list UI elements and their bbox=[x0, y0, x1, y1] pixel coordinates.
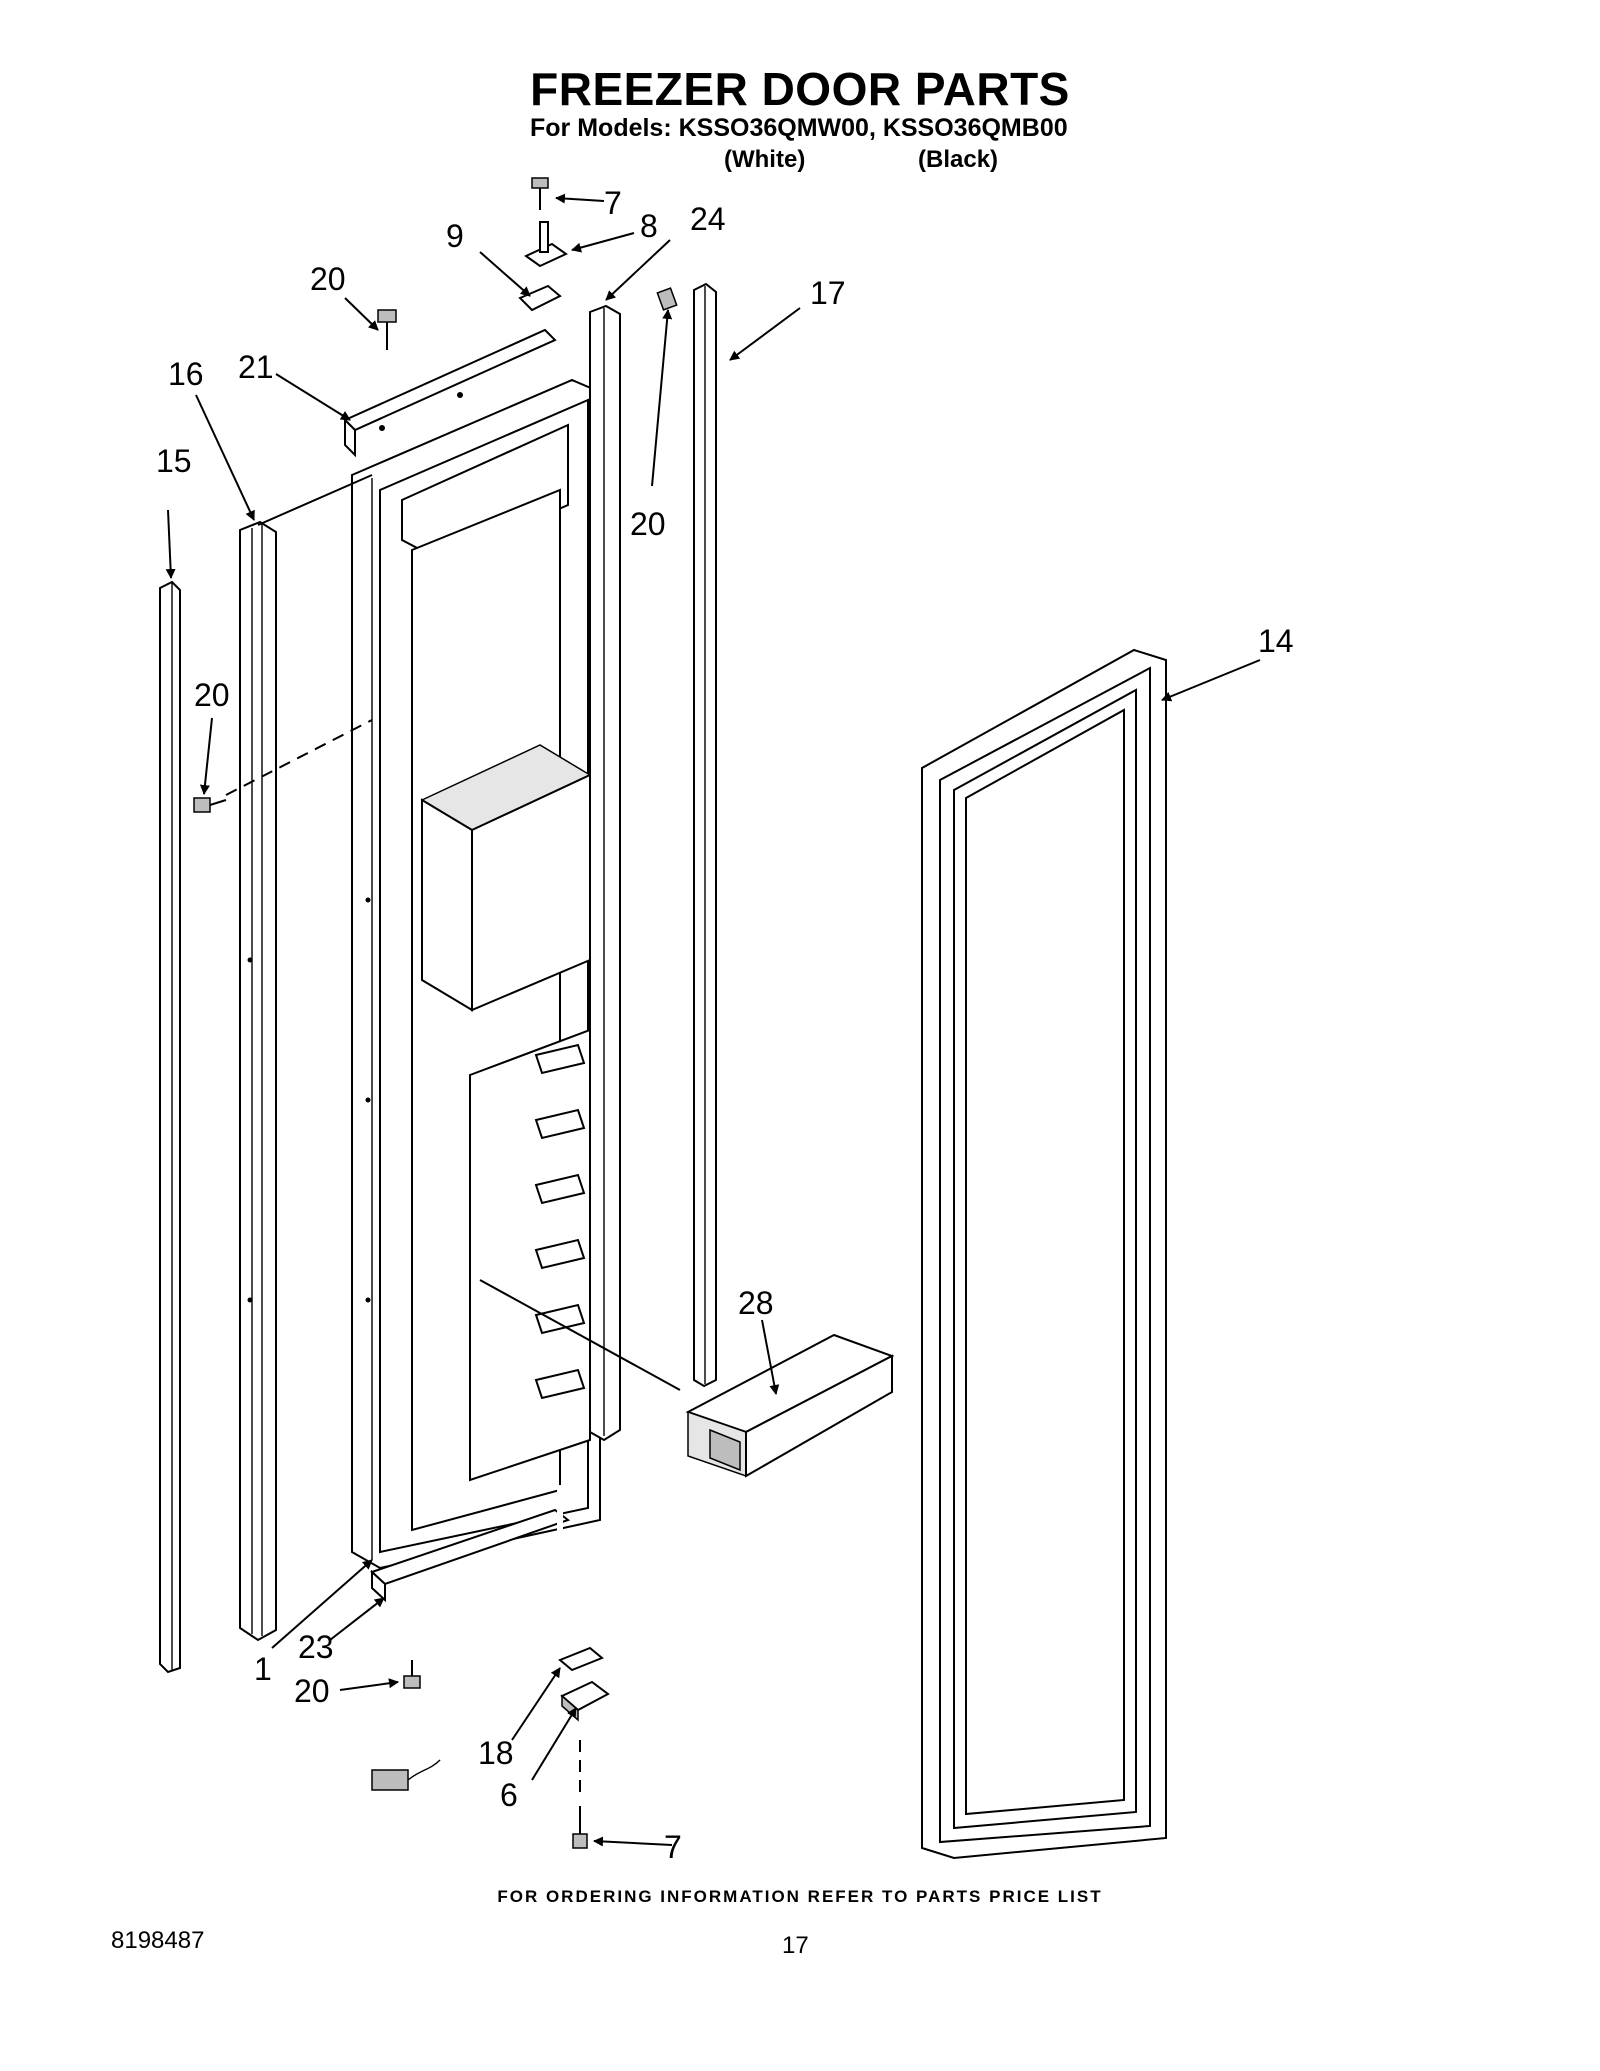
part-20-screw-bottom bbox=[403, 1660, 421, 1689]
leader-7-top bbox=[555, 193, 605, 204]
screw-hole-marker bbox=[247, 1297, 253, 1303]
part-23-bottom-bracket bbox=[370, 1508, 571, 1603]
document-number: 8198487 bbox=[111, 1927, 205, 1954]
callout-7-bottom: 7 bbox=[664, 1829, 682, 1865]
part-18-shim bbox=[558, 1646, 604, 1672]
part-6-bottom-hinge bbox=[560, 1680, 610, 1722]
part-28-door-shelf bbox=[685, 1333, 895, 1478]
part-8-hinge-pin bbox=[524, 221, 568, 268]
callout-20-bottom: 20 bbox=[294, 1673, 330, 1709]
part-17-trim-strip bbox=[693, 282, 717, 1388]
leader-20-right bbox=[651, 309, 673, 487]
part-1-door-liner bbox=[351, 378, 601, 1570]
callout-17: 17 bbox=[810, 275, 846, 311]
ordering-info: FOR ORDERING INFORMATION REFER TO PARTS … bbox=[497, 1887, 1103, 1906]
callout-6: 6 bbox=[500, 1777, 518, 1813]
page-title: FREEZER DOOR PARTS bbox=[530, 63, 1070, 115]
part-20-screw-left bbox=[193, 797, 227, 813]
callout-20-right: 20 bbox=[630, 506, 666, 542]
callout-15: 15 bbox=[156, 443, 192, 479]
leader-6 bbox=[531, 1707, 577, 1781]
leader-15 bbox=[165, 509, 176, 579]
assembly-guide-line bbox=[257, 474, 373, 526]
part-15-trim-strip bbox=[159, 580, 181, 1674]
screw-hole-marker bbox=[365, 1297, 371, 1303]
part-20-screw-right bbox=[656, 287, 678, 311]
screw-hole-marker bbox=[247, 957, 253, 963]
callout-7-top: 7 bbox=[604, 185, 622, 221]
screw-hole-marker bbox=[365, 897, 371, 903]
leader-8 bbox=[571, 232, 635, 253]
color-black-label: (Black) bbox=[918, 146, 999, 173]
leader-23 bbox=[329, 1597, 385, 1641]
screw-hole-marker bbox=[457, 392, 463, 398]
part-14-door-gasket bbox=[921, 648, 1167, 1860]
part-21-top-bracket bbox=[343, 328, 557, 458]
assembly-guide-line bbox=[479, 1279, 681, 1391]
part-7-screw-top bbox=[531, 177, 549, 210]
page-number: 17 bbox=[782, 1932, 809, 1959]
callout-8: 8 bbox=[640, 208, 658, 244]
leader-20-left bbox=[199, 717, 213, 795]
callout-24: 24 bbox=[690, 201, 726, 237]
leader-21 bbox=[275, 373, 351, 421]
leader-18 bbox=[511, 1667, 561, 1741]
color-white-label: (White) bbox=[724, 146, 806, 173]
part-20-screw-top bbox=[377, 309, 397, 350]
callout-9: 9 bbox=[446, 218, 464, 254]
leader-20-top bbox=[344, 297, 379, 331]
screw-hole-marker bbox=[379, 425, 385, 431]
callout-1: 1 bbox=[254, 1651, 272, 1687]
part-7-screw-bottom bbox=[572, 1806, 588, 1849]
part-16-side-trim bbox=[239, 520, 277, 1642]
part-24-inner-trim bbox=[589, 304, 621, 1442]
callout-20-left: 20 bbox=[194, 677, 230, 713]
wire-connector bbox=[371, 1769, 409, 1791]
leader-20-bottom bbox=[339, 1678, 399, 1691]
callout-16: 16 bbox=[168, 356, 204, 392]
door-shelf-cleats bbox=[534, 1043, 586, 1400]
callout-23: 23 bbox=[298, 1629, 334, 1665]
screw-hole-marker bbox=[365, 1097, 371, 1103]
leader-28 bbox=[761, 1319, 780, 1395]
leader-16 bbox=[195, 394, 255, 521]
part-9-shim bbox=[518, 284, 562, 312]
callout-14: 14 bbox=[1258, 623, 1294, 659]
leader-9 bbox=[479, 251, 531, 297]
callout-28: 28 bbox=[738, 1285, 774, 1321]
models-line: For Models: KSSO36QMW00, KSSO36QMB00 bbox=[530, 114, 1068, 142]
callout-21: 21 bbox=[238, 349, 274, 385]
callout-18: 18 bbox=[478, 1735, 514, 1771]
assembly-guide-line bbox=[225, 719, 373, 796]
callout-20-top: 20 bbox=[310, 261, 346, 297]
leader-24 bbox=[605, 239, 671, 301]
leader-17 bbox=[729, 307, 801, 361]
leader-7-bottom bbox=[593, 1836, 673, 1847]
leader-1 bbox=[271, 1559, 373, 1649]
leader-14 bbox=[1161, 659, 1261, 702]
